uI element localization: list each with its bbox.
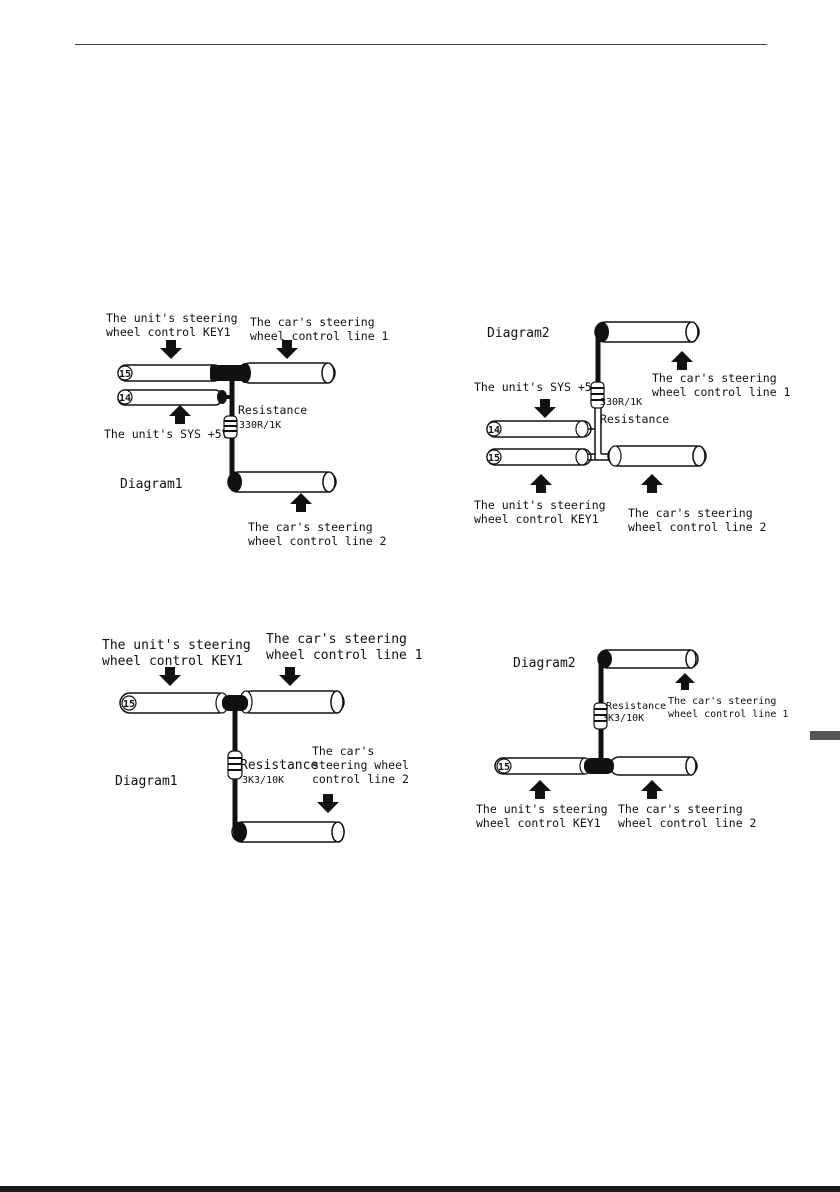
unit-sys-label: The unit's SYS +5V: [104, 427, 229, 441]
arrow-up-icon: [675, 673, 695, 690]
arrow-up-icon: [641, 780, 663, 799]
pin-14-badge: 14: [119, 393, 131, 404]
page-bottom-edge: [0, 1186, 840, 1192]
arrow-up-icon: [530, 474, 552, 493]
arrow-up-icon: [529, 780, 551, 799]
car-line2-label-line1: The car's steering: [628, 506, 753, 520]
car-line2-label-line1: The car's: [312, 744, 374, 758]
unit-key1-label-line2: wheel control KEY1: [476, 816, 601, 830]
unit-sys-label: The unit's SYS +5V: [474, 380, 599, 394]
resistor-value: 3K3/10K: [242, 775, 284, 786]
resistance-label: Resistance: [238, 403, 307, 417]
resistance-label: Resistance: [600, 412, 669, 426]
resistor-value: 330R/1K: [600, 397, 642, 408]
unit-key1-label-line1: The unit's steering: [106, 311, 238, 325]
arrow-up-icon: [641, 474, 663, 493]
unit-key1-label-line2: wheel control KEY1: [106, 325, 231, 339]
solder-joint: [222, 695, 248, 711]
wire-car-line1: [239, 690, 345, 714]
car-line1-label-line2: wheel control line 1: [668, 709, 788, 720]
diagram-title: Diagram1: [115, 774, 178, 789]
unit-key1-label-line1: The unit's steering: [476, 802, 608, 816]
arrow-down-icon: [534, 399, 556, 418]
car-line1-label-line1: The car's steering: [250, 315, 375, 329]
resistor-value: 3K3/10K: [602, 713, 644, 724]
car-line2-label-line2: wheel control line 2: [628, 520, 766, 534]
arrow-down-icon: [317, 794, 339, 813]
wire-car-line2: [607, 445, 707, 467]
wire-car-line2: [227, 471, 337, 493]
car-line1-label-line2: wheel control line 1: [266, 648, 423, 663]
wire-car-line1: [597, 649, 699, 669]
wire-car-line1: [594, 321, 700, 343]
unit-key1-label-line2: wheel control KEY1: [102, 654, 243, 669]
car-line1-label-line1: The car's steering: [668, 696, 776, 707]
car-line2-label-line2: steering wheel: [312, 758, 409, 772]
resistance-label: Resistance: [606, 701, 666, 712]
car-line2-label-line2: wheel control line 2: [248, 534, 386, 548]
solder-joint: [584, 758, 614, 774]
resistor-icon: [227, 750, 243, 780]
car-line1-label-line1: The car's steering: [266, 632, 407, 647]
car-line2-label-line3: control line 2: [312, 772, 409, 786]
diagram-top-left: The unit's steering wheel control KEY1 T…: [104, 311, 389, 548]
resistor-icon: [593, 702, 608, 730]
diagram-bottom-left: The unit's steering wheel control KEY1 T…: [102, 632, 423, 843]
pin-14-badge: 14: [488, 425, 500, 436]
resistance-label: Resistance: [240, 758, 318, 773]
pin-15-badge: 15: [498, 762, 510, 773]
car-line2-label-line1: The car's steering: [618, 802, 743, 816]
unit-key1-label-line2: wheel control KEY1: [474, 512, 599, 526]
diagram-title: Diagram2: [513, 656, 576, 671]
unit-key1-label-line1: The unit's steering: [474, 498, 606, 512]
arrow-up-icon: [671, 351, 693, 370]
resistor-icon: [590, 381, 605, 409]
car-line1-label-line1: The car's steering: [652, 371, 777, 385]
resistor-value: 330R/1K: [239, 420, 281, 431]
diagram-bottom-right: Diagram2 The car's steering wheel contro…: [476, 649, 788, 830]
unit-key1-label-line1: The unit's steering: [102, 638, 251, 653]
header-rule: [75, 44, 767, 45]
wire-14-unit: [486, 420, 592, 438]
wire-car-line1: [239, 362, 336, 384]
diagram-title: Diagram1: [120, 477, 183, 492]
section-tab: [810, 731, 840, 740]
car-line2-label-line2: wheel control line 2: [618, 816, 756, 830]
arrow-down-icon: [160, 340, 182, 359]
arrow-down-icon: [276, 340, 298, 359]
wire-15-unit: [486, 448, 592, 466]
diagram-top-right: Diagram2 The car's steering wheel contro…: [474, 321, 791, 534]
arrow-up-icon: [290, 493, 312, 512]
arrow-down-icon: [159, 667, 181, 686]
arrow-up-icon: [169, 405, 191, 424]
car-line2-label-line1: The car's steering: [248, 520, 373, 534]
wire-car-line2: [231, 821, 345, 843]
solder-joint: [210, 365, 245, 381]
diagram-title: Diagram2: [487, 326, 550, 341]
car-line1-label-line2: wheel control line 1: [652, 385, 791, 399]
arrow-down-icon: [279, 667, 301, 686]
resistor-icon: [223, 415, 238, 439]
car-line1-label-line2: wheel control line 1: [250, 329, 389, 343]
pin-15-badge: 15: [119, 369, 131, 380]
pin-15-badge: 15: [123, 699, 135, 710]
wire-14-unit: [117, 389, 227, 406]
wire-car-line2: [609, 756, 698, 776]
pin-15-badge: 15: [488, 453, 500, 464]
